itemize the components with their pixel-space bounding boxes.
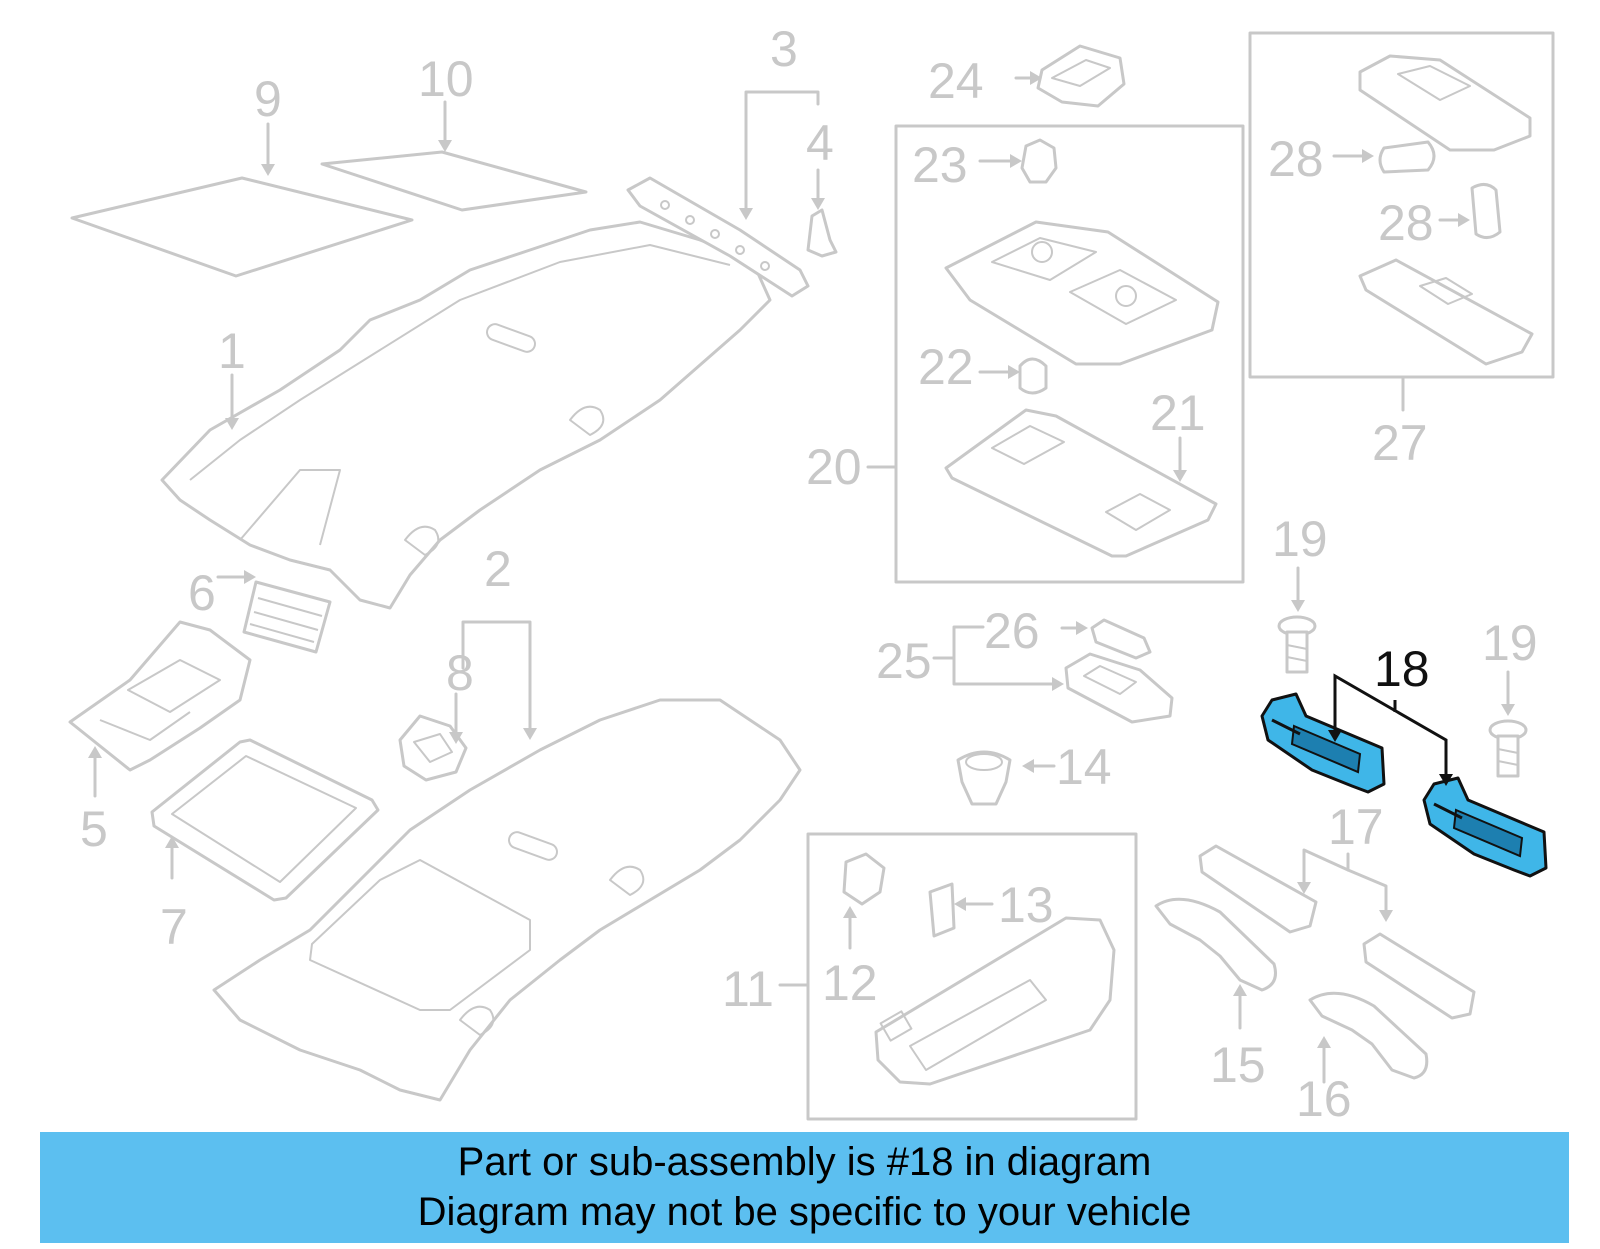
- label-14: 14: [1056, 739, 1112, 795]
- label-23: 23: [912, 137, 968, 193]
- label-13: 13: [998, 877, 1054, 933]
- part-22-bulb: [1018, 357, 1048, 395]
- label-27: 27: [1372, 415, 1428, 471]
- part-18-highlighted-handle-b: [1422, 776, 1548, 878]
- part-16-grab-handle: [1308, 991, 1429, 1080]
- label-19b: 19: [1482, 615, 1538, 671]
- label-4: 4: [806, 115, 834, 171]
- part-17-bracket-b: [1362, 932, 1476, 1020]
- part-15-grab-handle: [1154, 897, 1277, 992]
- label-11: 11: [722, 961, 774, 1017]
- part-20-lamp-housing: [944, 220, 1220, 366]
- part-24-lamp: [1036, 44, 1126, 108]
- part-12-clip: [842, 852, 886, 906]
- info-banner: Part or sub-assembly is #18 in diagram D…: [40, 1132, 1569, 1243]
- part-20-group-box: [894, 124, 1245, 584]
- part-27-lamp-housing: [1358, 54, 1532, 152]
- part-19-screw-b: [1488, 719, 1528, 778]
- label-6: 6: [188, 565, 216, 621]
- label-5: 5: [80, 801, 108, 857]
- label-17: 17: [1328, 799, 1384, 855]
- part-21-lens: [944, 408, 1218, 558]
- banner-line-1: Part or sub-assembly is #18 in diagram: [457, 1140, 1152, 1184]
- part-25-lamp: [1064, 652, 1174, 724]
- part-18-highlighted-handle-a: [1260, 692, 1386, 794]
- banner-line-2: Diagram may not be specific to your vehi…: [417, 1190, 1192, 1234]
- label-2: 2: [484, 541, 512, 597]
- part-19-screw-a: [1277, 615, 1317, 674]
- label-1: 1: [218, 323, 246, 379]
- label-15: 15: [1210, 1037, 1266, 1093]
- part-26-bulb: [1090, 618, 1152, 660]
- part-1-headliner: [160, 220, 772, 610]
- label-19a: 19: [1272, 511, 1328, 567]
- part-6-vent: [242, 580, 332, 654]
- part-23-bulb: [1020, 138, 1058, 184]
- part-14-grommet: [956, 750, 1012, 806]
- part-9-pad: [70, 176, 414, 278]
- label-24: 24: [928, 53, 984, 109]
- part-7-frame: [150, 738, 380, 902]
- label-16: 16: [1296, 1071, 1352, 1127]
- part-10-pad: [320, 150, 588, 212]
- label-12: 12: [822, 955, 878, 1011]
- part-5-console: [68, 620, 252, 772]
- label-28b: 28: [1378, 195, 1434, 251]
- label-10: 10: [418, 51, 474, 107]
- label-18: 18: [1374, 641, 1430, 697]
- part-11-group-box: [806, 832, 1138, 1121]
- part-11-sun-visor: [874, 916, 1116, 1086]
- part-27-lens: [1358, 258, 1534, 366]
- label-28a: 28: [1268, 131, 1324, 187]
- label-22: 22: [918, 339, 974, 395]
- label-3: 3: [770, 21, 798, 77]
- part-4-clip: [806, 208, 838, 258]
- label-26: 26: [984, 603, 1040, 659]
- label-20: 20: [806, 439, 862, 495]
- part-28-bulb-a: [1378, 140, 1436, 174]
- part-28-bulb-b: [1470, 183, 1502, 239]
- label-7: 7: [160, 899, 188, 955]
- label-25: 25: [876, 633, 932, 689]
- label-21: 21: [1150, 385, 1206, 441]
- part-13-clip: [928, 882, 956, 938]
- label-8: 8: [446, 645, 474, 701]
- label-9: 9: [254, 71, 282, 127]
- part-17-bracket-a: [1198, 844, 1318, 934]
- part-2-headliner: [212, 698, 802, 1102]
